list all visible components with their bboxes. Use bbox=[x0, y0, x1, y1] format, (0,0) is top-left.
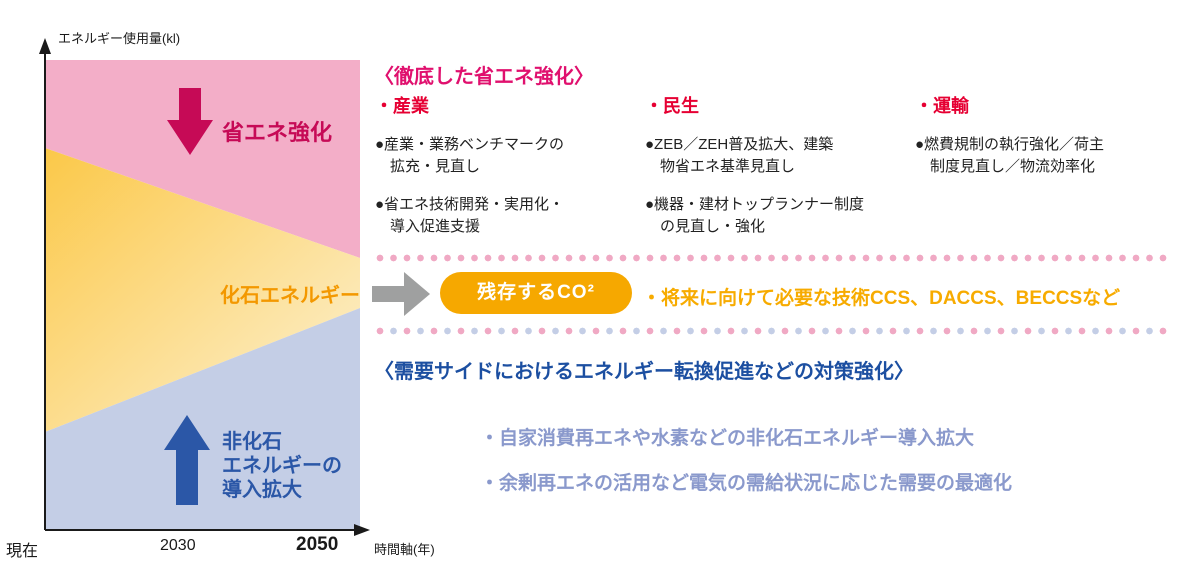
energy-saving-area bbox=[45, 60, 360, 258]
transport-item: ●燃費規制の執行強化／荷主 制度見直し／物流効率化 bbox=[915, 136, 1105, 175]
chart-canvas bbox=[39, 38, 370, 536]
x-tick-present: 現在 bbox=[6, 543, 39, 560]
demand-bullet: ・余剰再エネの活用など電気の需給状況に応じた需要の最適化 bbox=[480, 473, 1013, 494]
transport-column: ・運輸 ●燃費規制の執行強化／荷主 制度見直し／物流効率化 bbox=[915, 92, 1183, 194]
fossil-energy-area-label: 化石エネルギー bbox=[220, 285, 360, 307]
industry-item: ●省エネ技術開発・実用化・ 導入促進支援 bbox=[375, 196, 565, 235]
down-arrow-icon bbox=[167, 88, 213, 155]
x-axis-label: 時間軸(年) bbox=[374, 542, 435, 557]
x-axis-arrow-icon bbox=[354, 524, 370, 536]
up-arrow-icon bbox=[164, 415, 210, 505]
y-axis-label: エネルギー使用量(kl) bbox=[58, 31, 181, 46]
non-fossil-energy-area bbox=[45, 308, 360, 530]
fossil-energy-area bbox=[45, 148, 360, 432]
industry-column: ・産業 ●産業・業務ベンチマークの 拡充・見直し ●省エネ技術開発・実用化・ 導… bbox=[375, 92, 631, 254]
y-axis-arrow-icon bbox=[39, 38, 51, 54]
x-tick-2030: 2030 bbox=[160, 537, 196, 554]
residential-column: ・民生 ●ZEB／ZEH普及拡大、建築 物省エネ基準見直し ●機器・建材トップラ… bbox=[645, 92, 907, 254]
demand-side-heading: 〈需要サイドにおけるエネルギー転換促進などの対策強化〉 bbox=[374, 361, 914, 383]
x-tick-2050: 2050 bbox=[296, 534, 339, 555]
industry-column-title: ・産業 bbox=[375, 96, 429, 116]
remaining-co2-badge: 残存するCO² bbox=[440, 272, 632, 314]
energy-saving-area-label: 省エネ強化 bbox=[222, 120, 333, 145]
residential-item: ●ZEB／ZEH普及拡大、建築 物省エネ基準見直し bbox=[645, 136, 834, 175]
dotted-divider-top bbox=[376, 254, 1168, 262]
industry-item: ●産業・業務ベンチマークの 拡充・見直し bbox=[375, 136, 565, 175]
energy-saving-heading: 〈徹底した省エネ強化〉 bbox=[374, 66, 594, 88]
transport-column-title: ・運輸 bbox=[915, 96, 969, 116]
residential-item: ●機器・建材トップランナー制度 の見直し・強化 bbox=[645, 196, 865, 235]
non-fossil-area-label: 非化石 エネルギーの 導入拡大 bbox=[222, 431, 342, 501]
right-arrow-icon bbox=[372, 272, 430, 316]
future-tech-note: ・将来に向けて必要な技術CCS、DACCS、BECCSなど bbox=[642, 288, 1121, 309]
demand-bullet: ・自家消費再エネや水素などの非化石エネルギー導入拡大 bbox=[480, 428, 975, 449]
dotted-divider-bottom bbox=[376, 327, 1168, 335]
residential-column-title: ・民生 bbox=[645, 96, 699, 116]
